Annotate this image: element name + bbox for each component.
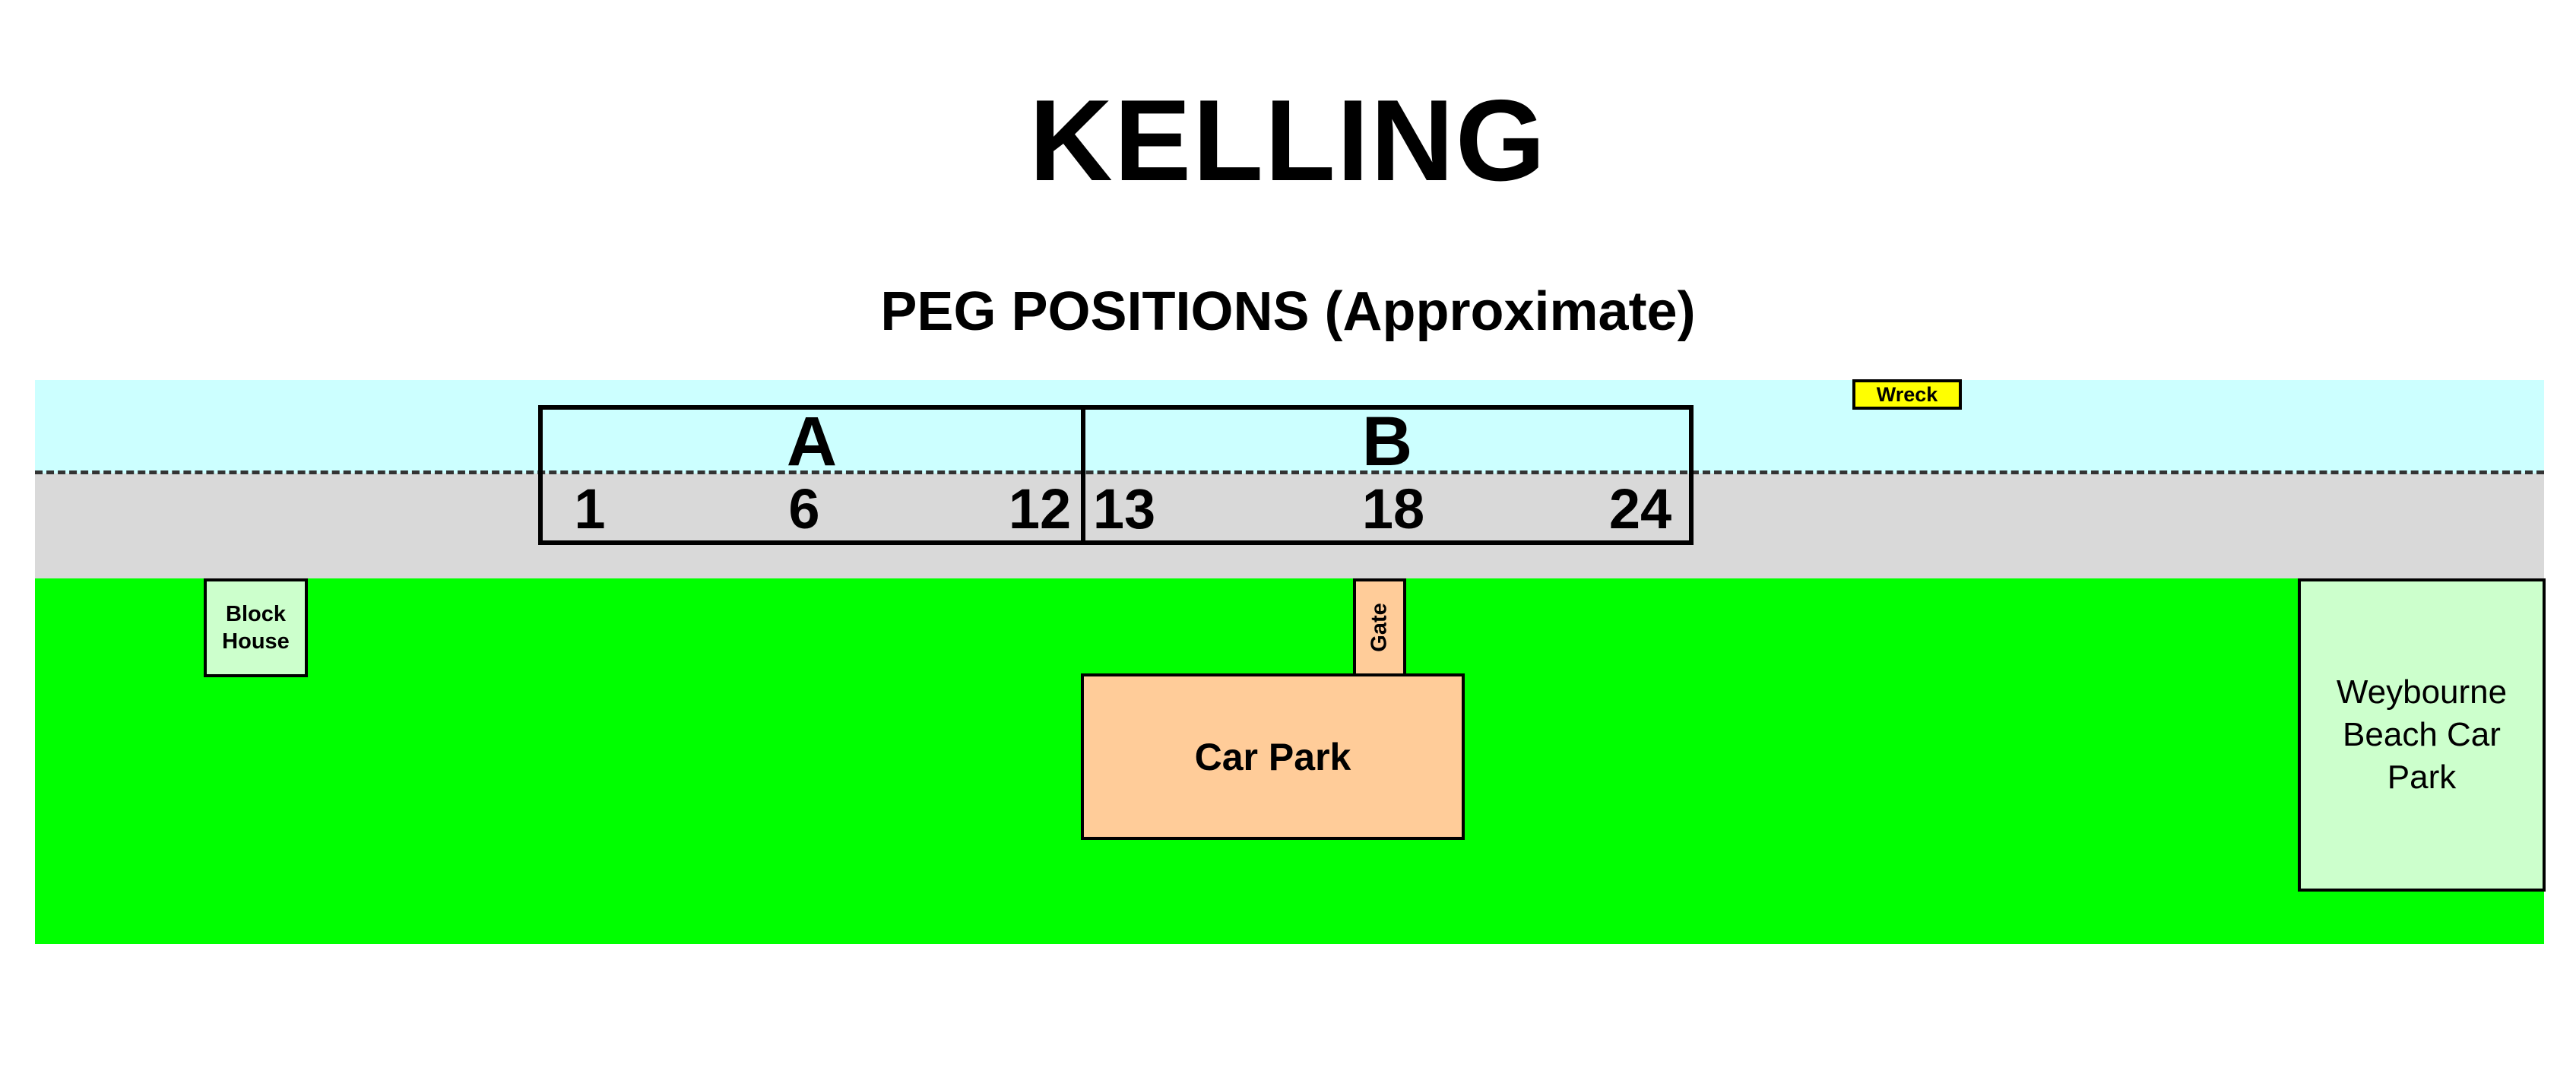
wreck-marker: Wreck bbox=[1852, 379, 1962, 410]
beach-area bbox=[35, 474, 2544, 578]
weybourne-car-park-label: Weybourne Beach Car Park bbox=[2336, 673, 2508, 796]
car-park-box: Car Park bbox=[1081, 673, 1465, 840]
peg-label: 13 bbox=[1092, 477, 1156, 540]
gate-label: Gate bbox=[1367, 603, 1392, 652]
map-subtitle: PEG POSITIONS (Approximate) bbox=[880, 281, 1696, 342]
sea-area bbox=[35, 380, 2544, 474]
shoreline bbox=[35, 470, 2544, 474]
section-b-box bbox=[1081, 405, 1694, 545]
car-park-label: Car Park bbox=[1194, 735, 1351, 778]
peg-label: 6 bbox=[788, 477, 820, 540]
section-b-label: B bbox=[1361, 403, 1413, 480]
map-title: KELLING bbox=[1028, 76, 1548, 205]
peg-label: 18 bbox=[1361, 477, 1425, 540]
weybourne-car-park-box: Weybourne Beach Car Park bbox=[2298, 578, 2546, 892]
section-a-label: A bbox=[786, 403, 838, 480]
block-house-box: Block House bbox=[204, 578, 308, 677]
gate-box bbox=[1353, 578, 1406, 676]
peg-label: 12 bbox=[1008, 477, 1072, 540]
gate-label-wrap: Gate bbox=[1353, 578, 1406, 676]
peg-label: 24 bbox=[1608, 477, 1672, 540]
block-house-label: Block House bbox=[222, 602, 290, 654]
peg-label: 1 bbox=[574, 477, 606, 540]
